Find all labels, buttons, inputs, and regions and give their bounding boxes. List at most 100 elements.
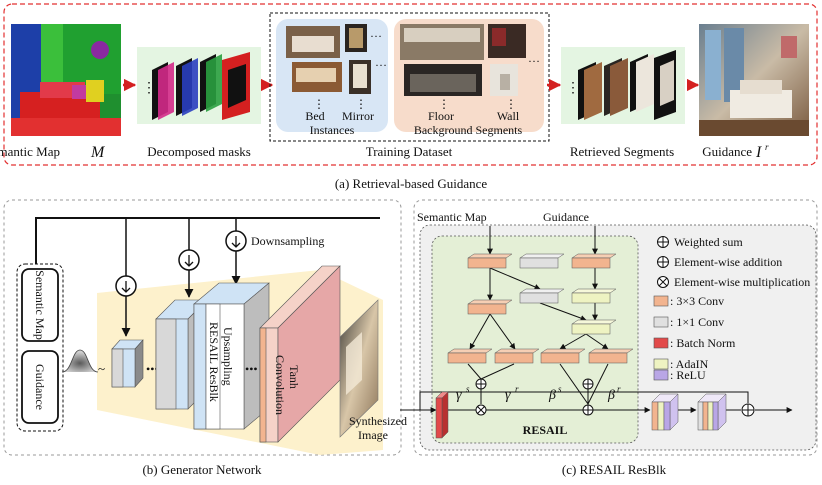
instances-label: Instances (310, 123, 355, 137)
weighted-sum-gamma (475, 378, 487, 390)
beta-r-sup: r (617, 384, 621, 394)
resail-block-label: RESAIL ResBlk (207, 322, 221, 402)
c-guidance-label: Guidance (543, 210, 589, 224)
c-semantic-label: Semantic Map (417, 210, 487, 224)
guidance-sup: r (765, 142, 769, 152)
wall-thumbnails (488, 24, 526, 96)
panel-a-border (3, 3, 818, 166)
input-semantic-label: Semantic Map (33, 270, 47, 340)
synth-line2: Image (358, 428, 388, 442)
adain-2 (571, 323, 611, 335)
wall-label: Wall (497, 109, 520, 123)
tanh-label: Tanh (287, 365, 301, 389)
synthesized-image (339, 299, 379, 438)
noise-icon (61, 349, 99, 373)
final-add-op (741, 403, 755, 417)
legend-weighted-sum-text: Weighted sum (674, 235, 743, 249)
weighted-sum-beta (582, 378, 594, 390)
gen-block-resail (193, 282, 270, 430)
input-guidance-label: Guidance (33, 364, 47, 410)
legend-weighted-sum: Weighted sum (657, 235, 743, 249)
resail-connections (400, 226, 793, 413)
conv-label: Convolution (273, 355, 287, 415)
legend-relu: : ReLU (653, 368, 706, 382)
down-arrow-icon-3 (231, 236, 241, 248)
synth-line1: Synthesized (349, 414, 407, 428)
panel-c-border (413, 199, 818, 456)
floor-label: Floor (428, 109, 454, 123)
gen-ellipsis-2: ••• (245, 362, 258, 376)
conv1-guidance-1 (519, 257, 559, 269)
conv3-semantic-1 (467, 257, 507, 269)
bed-thumbnails (286, 26, 342, 92)
resail-label: RESAIL (523, 423, 568, 437)
wall-vdots: ⋮ (505, 97, 517, 111)
caption-b: (b) Generator Network (142, 462, 262, 477)
bg-ellipsis: … (528, 51, 540, 65)
conv3-gamma-s (447, 352, 487, 364)
down-arrow-icon-2 (184, 255, 194, 267)
caption-c: (c) RESAIL ResBlk (562, 462, 667, 477)
panel-b-border (3, 199, 402, 456)
training-dataset-box (269, 12, 550, 142)
legend-conv3-text: : 3×3 Conv (670, 294, 724, 308)
semantic-map-label: Semantic Map (0, 144, 60, 159)
retrieved-label: Retrieved Segments (570, 144, 674, 159)
legend-conv3: : 3×3 Conv (653, 294, 724, 308)
legend-batch-norm: : Batch Norm (653, 336, 736, 350)
instances-ellipsis-1: … (370, 26, 382, 40)
legend-element-add: Element-wise addition (657, 255, 782, 269)
floor-thumbnails (400, 24, 484, 96)
gen-ellipsis-1: ••• (146, 362, 159, 376)
panel-a: Semantic Map M ⋮ Decomposed masks (0, 3, 818, 191)
beta-r: β (607, 388, 615, 403)
background-label: Background Segments (414, 123, 523, 137)
decomposed-masks: ⋮ (137, 47, 261, 124)
gen-block-1 (111, 339, 144, 388)
add-op (582, 404, 594, 416)
beta-s-sup: s (558, 384, 562, 394)
legend-element-add-text: Element-wise addition (674, 255, 782, 269)
training-dataset-label: Training Dataset (366, 144, 453, 159)
conv3-semantic-2 (467, 303, 507, 315)
conv3-gamma-r (494, 352, 534, 364)
resail-box (431, 235, 639, 444)
gamma-s-sup: s (466, 384, 470, 394)
batch-norm-block (435, 391, 449, 439)
downsampling-label: Downsampling (251, 234, 324, 248)
beta-s: β (548, 388, 556, 403)
retrieved-segments: ⋮ (561, 47, 685, 124)
conv3-beta-s (540, 352, 580, 364)
gamma-s: γ (456, 388, 462, 403)
conv1-guidance-2 (519, 292, 559, 304)
legend-element-mul: Element-wise multiplication (657, 275, 810, 289)
bed-label: Bed (305, 109, 324, 123)
upsampling-label: Upsampling (221, 327, 235, 386)
semantic-map-symbol: M (90, 144, 106, 161)
input-bus-line (35, 217, 380, 264)
guidance-label-a: Guidance (702, 144, 752, 159)
floor-vdots: ⋮ (438, 97, 450, 111)
conv3-guidance-1 (571, 257, 611, 269)
resail-layers (447, 253, 634, 364)
panel-b: Semantic Map Guidance Downsampling ~ ••• (3, 199, 407, 477)
gamma-r-sup: r (515, 384, 519, 394)
retrieved-vdots: ⋮ (566, 81, 580, 96)
instances-ellipsis-2: … (375, 55, 387, 69)
legend-adain-text: : AdaIN (670, 357, 709, 371)
guidance-image (699, 24, 809, 136)
decomposed-label: Decomposed masks (147, 144, 251, 159)
input-guidance-box (21, 350, 59, 424)
post-block-2 (697, 393, 727, 431)
gen-block-tanh (259, 265, 341, 443)
mirror-thumbnails (345, 24, 371, 94)
down-arrow-icon-1 (121, 281, 131, 293)
post-block-1 (651, 393, 679, 431)
legend-batch-norm-text: : Batch Norm (670, 336, 736, 350)
caption-a: (a) Retrieval-based Guidance (335, 176, 488, 191)
conv3-beta-r (588, 352, 628, 364)
semantic-map-image (11, 24, 121, 136)
legend-relu-text: : ReLU (670, 368, 706, 382)
guidance-symbol: I (755, 144, 762, 161)
